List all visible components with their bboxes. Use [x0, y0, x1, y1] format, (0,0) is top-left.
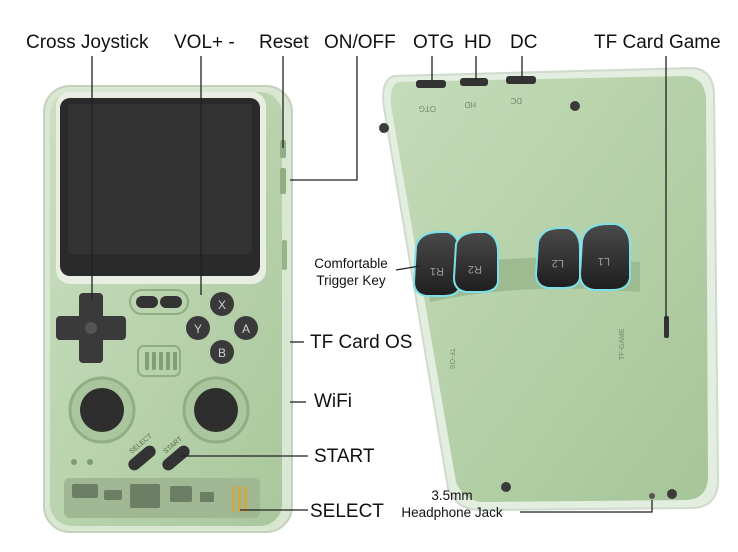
label-tf-card-os: TF Card OS — [310, 332, 413, 353]
button-x — [210, 292, 234, 316]
label-on-off: ON/OFF — [324, 32, 396, 53]
screw-top-right — [570, 101, 580, 111]
print-r1: R1 — [430, 265, 444, 277]
print-r2: R2 — [468, 263, 482, 275]
print-hd: HD — [464, 100, 476, 109]
vol-frame — [129, 289, 189, 315]
button-b — [210, 340, 234, 364]
speaker-slots — [145, 352, 177, 370]
label-headphone-line2: Headphone Jack — [401, 504, 503, 520]
trigger-r1 — [412, 231, 461, 297]
label-button-a: A — [242, 322, 250, 336]
screw-bottom-left — [501, 482, 511, 492]
trigger-r2 — [452, 231, 499, 293]
label-reset: Reset — [259, 32, 309, 53]
power-side-button — [280, 168, 286, 194]
abxy-buttons — [186, 292, 258, 364]
label-dc: DC — [510, 32, 538, 53]
pcb-chips — [72, 484, 214, 508]
print-otg: OTG — [419, 104, 436, 113]
side-slot-1 — [282, 240, 287, 270]
dpad — [56, 293, 126, 363]
tf-game-slot — [664, 316, 669, 338]
print-l2: L2 — [552, 257, 564, 269]
label-headphone-line1: 3.5mm — [431, 488, 473, 503]
back-device: OTG HD DC R1 R2 L2 L1 TF-OS TF-GAME — [379, 66, 720, 512]
print-dc: DC — [510, 96, 522, 105]
label-volume: VOL+ - — [174, 32, 235, 53]
leader-lines — [91, 56, 667, 513]
screw-bottom-right — [667, 489, 677, 499]
label-hd: HD — [464, 32, 492, 53]
label-wifi: WiFi — [314, 391, 352, 412]
button-a — [234, 316, 258, 340]
led-1 — [71, 459, 77, 465]
speaker-grille — [137, 345, 181, 377]
start-button — [162, 445, 190, 471]
label-trigger-line2: Trigger Key — [316, 272, 386, 288]
print-tf-game: TF-GAME — [619, 328, 626, 360]
hd-port — [460, 78, 488, 86]
label-button-b: B — [218, 346, 226, 360]
headphone-jack — [649, 493, 655, 499]
print-tf-os: TF-OS — [448, 348, 455, 369]
print-l1: L1 — [598, 255, 610, 267]
select-button — [128, 445, 156, 471]
label-tf-card-game: TF Card Game — [594, 32, 721, 53]
line-trigger — [395, 265, 421, 271]
label-cross-joystick: Cross Joystick — [26, 32, 149, 53]
trigger-l1 — [578, 223, 631, 291]
reset-side-button — [280, 140, 286, 158]
front-device: X Y A B SELECT START — [43, 85, 293, 533]
label-trigger-key: Comfortable Trigger Key — [306, 256, 396, 290]
screw-top-left — [379, 123, 389, 133]
wifi-antenna — [232, 486, 247, 512]
otg-port — [416, 80, 446, 88]
screen-inner — [68, 104, 252, 254]
led-2 — [87, 459, 93, 465]
dc-port — [506, 76, 536, 84]
label-button-x: X — [218, 298, 226, 312]
label-button-y: Y — [194, 322, 202, 336]
label-otg: OTG — [413, 32, 455, 53]
line-headphone — [520, 500, 653, 513]
label-trigger-line1: Comfortable — [314, 256, 388, 271]
right-analog-stick — [182, 376, 250, 444]
label-headphone-jack: 3.5mm Headphone Jack — [392, 488, 512, 522]
line-on-off — [290, 56, 358, 181]
transparent-pcb-area — [64, 478, 260, 518]
label-start: START — [314, 446, 375, 467]
vol-plus-button — [160, 296, 182, 308]
button-y — [186, 316, 210, 340]
label-select: SELECT — [310, 501, 384, 522]
left-analog-stick — [68, 376, 136, 444]
vol-minus-button — [136, 296, 158, 308]
